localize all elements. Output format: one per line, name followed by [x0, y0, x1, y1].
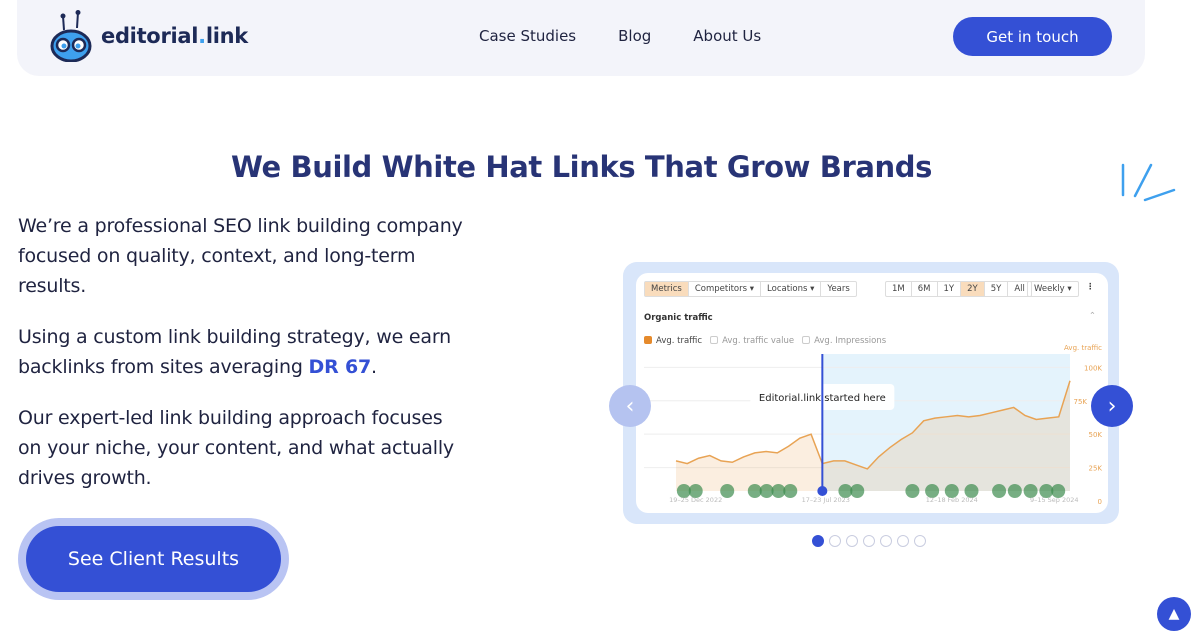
robot-logo-icon: [50, 10, 92, 62]
x-tick-label: 17–23 Jul 2023: [802, 496, 850, 504]
chevron-right-icon: ›: [1107, 393, 1117, 419]
x-tick-label: 19–25 Dec 2022: [669, 496, 722, 504]
interval-select: Weekly ▾: [1034, 284, 1072, 294]
traffic-chart-panel: Metrics Competitors ▾ Locations ▾ Years …: [636, 273, 1108, 513]
event-marker: [1023, 484, 1038, 498]
range-1y: 1Y: [938, 282, 962, 296]
hero-paragraph-1: We’re a professional SEO link building c…: [18, 215, 463, 297]
event-marker: [838, 484, 853, 498]
x-tick-label: 12–18 Feb 2024: [926, 496, 978, 504]
carousel-dot[interactable]: [880, 535, 892, 547]
tab-competitors: Competitors ▾: [689, 282, 762, 296]
carousel-dot[interactable]: [914, 535, 926, 547]
legend-item: Avg. traffic value: [710, 336, 794, 346]
hero-paragraph-2: Using a custom link building strategy, w…: [18, 326, 451, 378]
tab-metrics: Metrics: [645, 282, 689, 296]
range-all: All: [1014, 284, 1025, 294]
tab-locations: Locations ▾: [761, 282, 822, 296]
checkbox-icon: [710, 336, 719, 344]
logo[interactable]: editorial.link: [49, 10, 248, 62]
nav-case-studies[interactable]: Case Studies: [479, 27, 577, 45]
event-marker: [771, 484, 786, 498]
get-in-touch-button[interactable]: Get in touch: [953, 17, 1112, 56]
event-marker: [944, 484, 959, 498]
event-marker: [676, 484, 691, 498]
event-marker: [720, 484, 735, 498]
event-marker: [783, 484, 798, 498]
legend-label: Avg. traffic value: [722, 336, 795, 346]
range-5y: 5Y: [985, 282, 1009, 296]
hero-title: We Build White Hat Links That Grow Brand…: [230, 150, 933, 184]
carousel-dot[interactable]: [897, 535, 909, 547]
carousel-dot[interactable]: [812, 535, 824, 547]
traffic-area: [676, 380, 1070, 491]
dr-highlight: DR 67: [308, 356, 372, 378]
traffic-line: [675, 380, 1071, 470]
checkbox-icon: [644, 336, 652, 344]
checkbox-icon: [802, 336, 811, 344]
legend-label: Avg. traffic: [656, 336, 703, 346]
carousel-dot[interactable]: [846, 535, 858, 547]
event-marker: [992, 484, 1007, 498]
collapse-icon: ⌃: [1088, 311, 1096, 321]
y-tick-label: 100K: [1084, 364, 1102, 372]
event-marker: [747, 484, 762, 498]
range-2y: 2Y: [961, 282, 985, 296]
y-tick-label: 25K: [1089, 465, 1103, 473]
legend-label: Avg. Impressions: [814, 336, 887, 346]
carousel-dot[interactable]: [863, 535, 875, 547]
y-axis-label: Avg. traffic: [1064, 344, 1102, 352]
event-marker: [759, 484, 774, 498]
see-client-results-wrapper: See Client Results: [18, 518, 289, 600]
sparkle-decoration-icon: [1121, 163, 1176, 202]
carousel-dot[interactable]: [829, 535, 841, 547]
range-1m: 1M: [886, 282, 912, 296]
carousel-prev-button[interactable]: ‹: [609, 385, 651, 427]
carousel-dots: [812, 535, 926, 547]
tab-years: Years: [827, 284, 850, 294]
start-marker-dot: [817, 486, 828, 496]
event-marker: [1007, 484, 1022, 498]
y-tick-label: 75K: [1074, 398, 1088, 406]
event-marker: [925, 484, 940, 498]
range-6m: 6M: [912, 282, 938, 296]
legend-item: Avg. Impressions: [802, 336, 886, 346]
chevron-left-icon: ‹: [625, 393, 635, 419]
y-tick-label: 50K: [1089, 431, 1103, 439]
section-title: Organic traffic: [644, 313, 713, 323]
scroll-to-top-button[interactable]: ▲: [1157, 597, 1191, 631]
y-tick-label: 0: [1098, 498, 1102, 506]
x-tick-label: 9–15 Sep 2024: [1030, 496, 1079, 504]
carousel-next-button[interactable]: ›: [1091, 385, 1133, 427]
logo-text: editorial.link: [101, 24, 248, 48]
legend-item: Avg. traffic: [644, 336, 702, 346]
carousel-slide: Metrics Competitors ▾ Locations ▾ Years …: [623, 262, 1119, 524]
event-marker: [688, 484, 703, 498]
top-nav: editorial.link Case Studies Blog About U…: [17, 0, 1145, 76]
see-client-results-button[interactable]: See Client Results: [26, 526, 281, 592]
chevron-up-icon: ▲: [1168, 606, 1180, 622]
event-marker: [905, 484, 920, 498]
event-marker: [1039, 484, 1054, 498]
nav-about-us[interactable]: About Us: [693, 27, 762, 45]
more-icon: ⋮: [1086, 282, 1095, 292]
event-marker: [964, 484, 979, 498]
hero-paragraph-3: Our expert-led link building approach fo…: [18, 407, 454, 489]
event-marker: [1051, 484, 1066, 498]
traffic-chart: 100K 75K 50K 25K 0 Avg. traffic 19–25 Dec 2022…: [644, 344, 1103, 506]
nav-blog[interactable]: Blog: [618, 27, 652, 45]
event-marker: [850, 484, 865, 498]
